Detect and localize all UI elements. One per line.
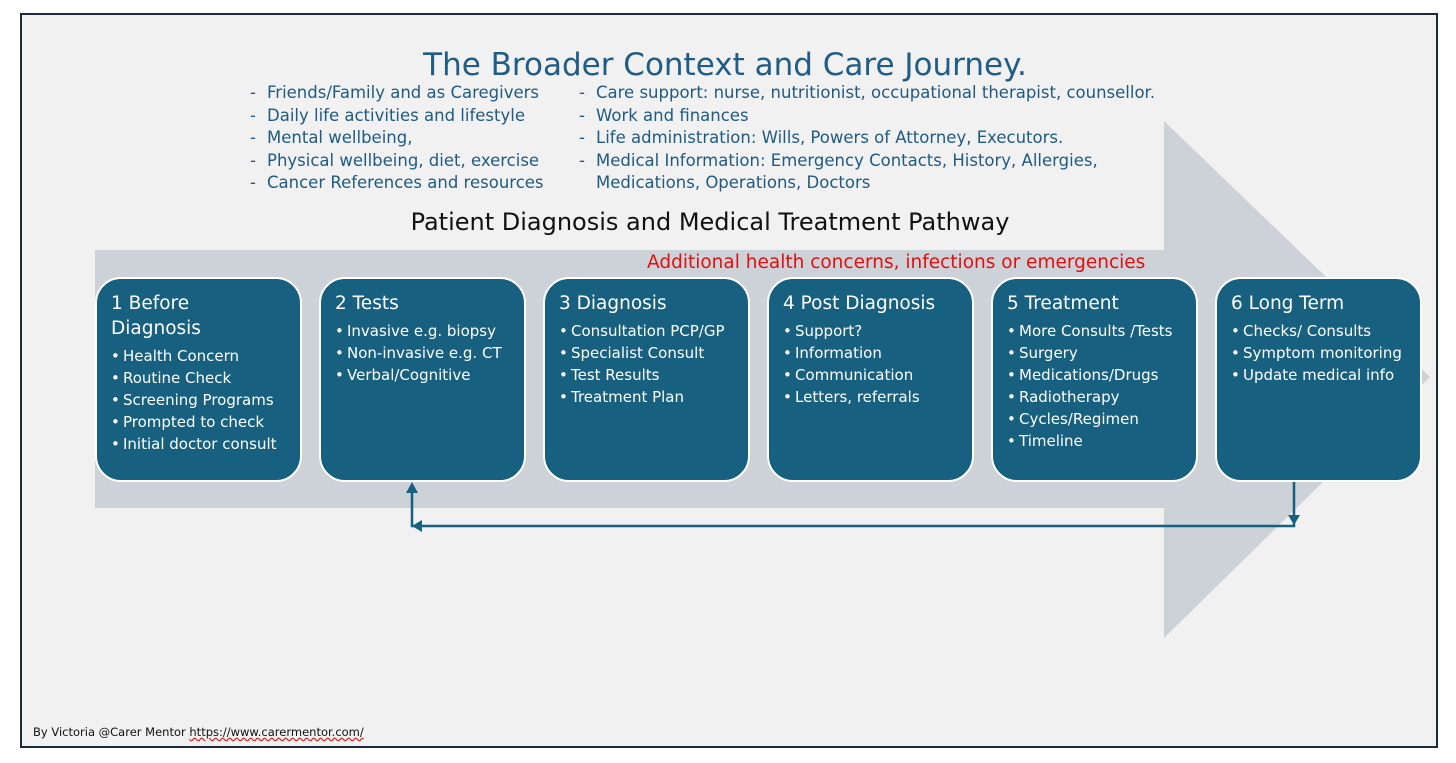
stage-box-tests: 2 Tests Invasive e.g. biopsy Non-invasiv… xyxy=(319,277,526,482)
stage-item: Information xyxy=(783,342,964,364)
feedback-loop-arrow xyxy=(410,482,1296,528)
stage-item: Specialist Consult xyxy=(559,342,740,364)
context-item: Daily life activities and lifestyle xyxy=(250,105,544,128)
stage-title: 5 Treatment xyxy=(1007,293,1119,314)
stage-title: 1 Before Diagnosis xyxy=(111,293,201,339)
stage-item: Treatment Plan xyxy=(559,386,740,408)
stage-item: Letters, referrals xyxy=(783,386,964,408)
stage-item: Communication xyxy=(783,364,964,386)
additional-concerns-label: Additional health concerns, infections o… xyxy=(647,252,1146,273)
pathway-title: Patient Diagnosis and Medical Treatment … xyxy=(410,208,1010,236)
stage-items: More Consults /Tests Surgery Medications… xyxy=(1007,320,1188,452)
stage-item: Radiotherapy xyxy=(1007,386,1188,408)
stage-item: Medications/Drugs xyxy=(1007,364,1188,386)
stage-items: Health Concern Routine Check Screening P… xyxy=(111,345,292,455)
stage-item: More Consults /Tests xyxy=(1007,320,1188,342)
stage-item: Invasive e.g. biopsy xyxy=(335,320,516,342)
context-item: Cancer References and resources xyxy=(250,172,544,195)
context-item: Work and finances xyxy=(579,105,1099,128)
loop-arrowhead-left xyxy=(412,520,422,532)
context-item: Medical Information: Emergency Contacts,… xyxy=(579,150,1099,195)
stage-item: Test Results xyxy=(559,364,740,386)
context-list-right: Care support: nurse, nutritionist, occup… xyxy=(579,82,1155,195)
stage-item: Checks/ Consults xyxy=(1231,320,1412,342)
context-item: Care support: nurse, nutritionist, occup… xyxy=(579,82,1155,105)
stage-box-long-term: 6 Long Term Checks/ Consults Symptom mon… xyxy=(1215,277,1422,482)
stage-title: 6 Long Term xyxy=(1231,293,1345,314)
context-item: Life administration: Wills, Powers of At… xyxy=(579,127,1099,150)
stage-item: Timeline xyxy=(1007,430,1188,452)
page-title: The Broader Context and Care Journey. xyxy=(423,47,1027,83)
context-item: Friends/Family and as Caregivers xyxy=(250,82,544,105)
stage-items: Consultation PCP/GP Specialist Consult T… xyxy=(559,320,740,408)
context-list-left: Friends/Family and as Caregivers Daily l… xyxy=(250,82,544,195)
stage-items: Invasive e.g. biopsy Non-invasive e.g. C… xyxy=(335,320,516,386)
stage-item: Update medical info xyxy=(1231,364,1412,386)
context-item: Physical wellbeing, diet, exercise xyxy=(250,150,544,173)
stage-item: Symptom monitoring xyxy=(1231,342,1412,364)
stage-items: Support? Information Communication Lette… xyxy=(783,320,964,408)
diagram-frame: The Broader Context and Care Journey. Fr… xyxy=(20,13,1438,748)
stage-item: Consultation PCP/GP xyxy=(559,320,740,342)
stage-box-before-diagnosis: 1 Before Diagnosis Health Concern Routin… xyxy=(95,277,302,482)
stage-title: 4 Post Diagnosis xyxy=(783,293,936,314)
stage-item: Cycles/Regimen xyxy=(1007,408,1188,430)
stage-box-diagnosis: 3 Diagnosis Consultation PCP/GP Speciali… xyxy=(543,277,750,482)
stage-item: Initial doctor consult xyxy=(111,433,292,455)
stage-item: Health Concern xyxy=(111,345,292,367)
context-item: Mental wellbeing, xyxy=(250,127,544,150)
stage-item: Surgery xyxy=(1007,342,1188,364)
stage-title: 3 Diagnosis xyxy=(559,293,667,314)
stage-box-treatment: 5 Treatment More Consults /Tests Surgery… xyxy=(991,277,1198,482)
stage-box-post-diagnosis: 4 Post Diagnosis Support? Information Co… xyxy=(767,277,974,482)
footer-prefix: By Victoria @Carer Mentor xyxy=(33,725,190,739)
stage-item: Non-invasive e.g. CT xyxy=(335,342,516,364)
stage-item: Screening Programs xyxy=(111,389,292,411)
stage-title: 2 Tests xyxy=(335,293,399,314)
footer-credit: By Victoria @Carer Mentor https://www.ca… xyxy=(33,725,364,739)
loop-arrowhead-down xyxy=(1288,515,1300,525)
stage-item: Routine Check xyxy=(111,367,292,389)
stage-item: Support? xyxy=(783,320,964,342)
footer-link[interactable]: https://www.carermentor.com/ xyxy=(189,725,364,739)
stage-item: Prompted to check xyxy=(111,411,292,433)
stage-items: Checks/ Consults Symptom monitoring Upda… xyxy=(1231,320,1412,386)
stage-item: Verbal/Cognitive xyxy=(335,364,516,386)
loop-arrowhead-up xyxy=(406,482,418,493)
